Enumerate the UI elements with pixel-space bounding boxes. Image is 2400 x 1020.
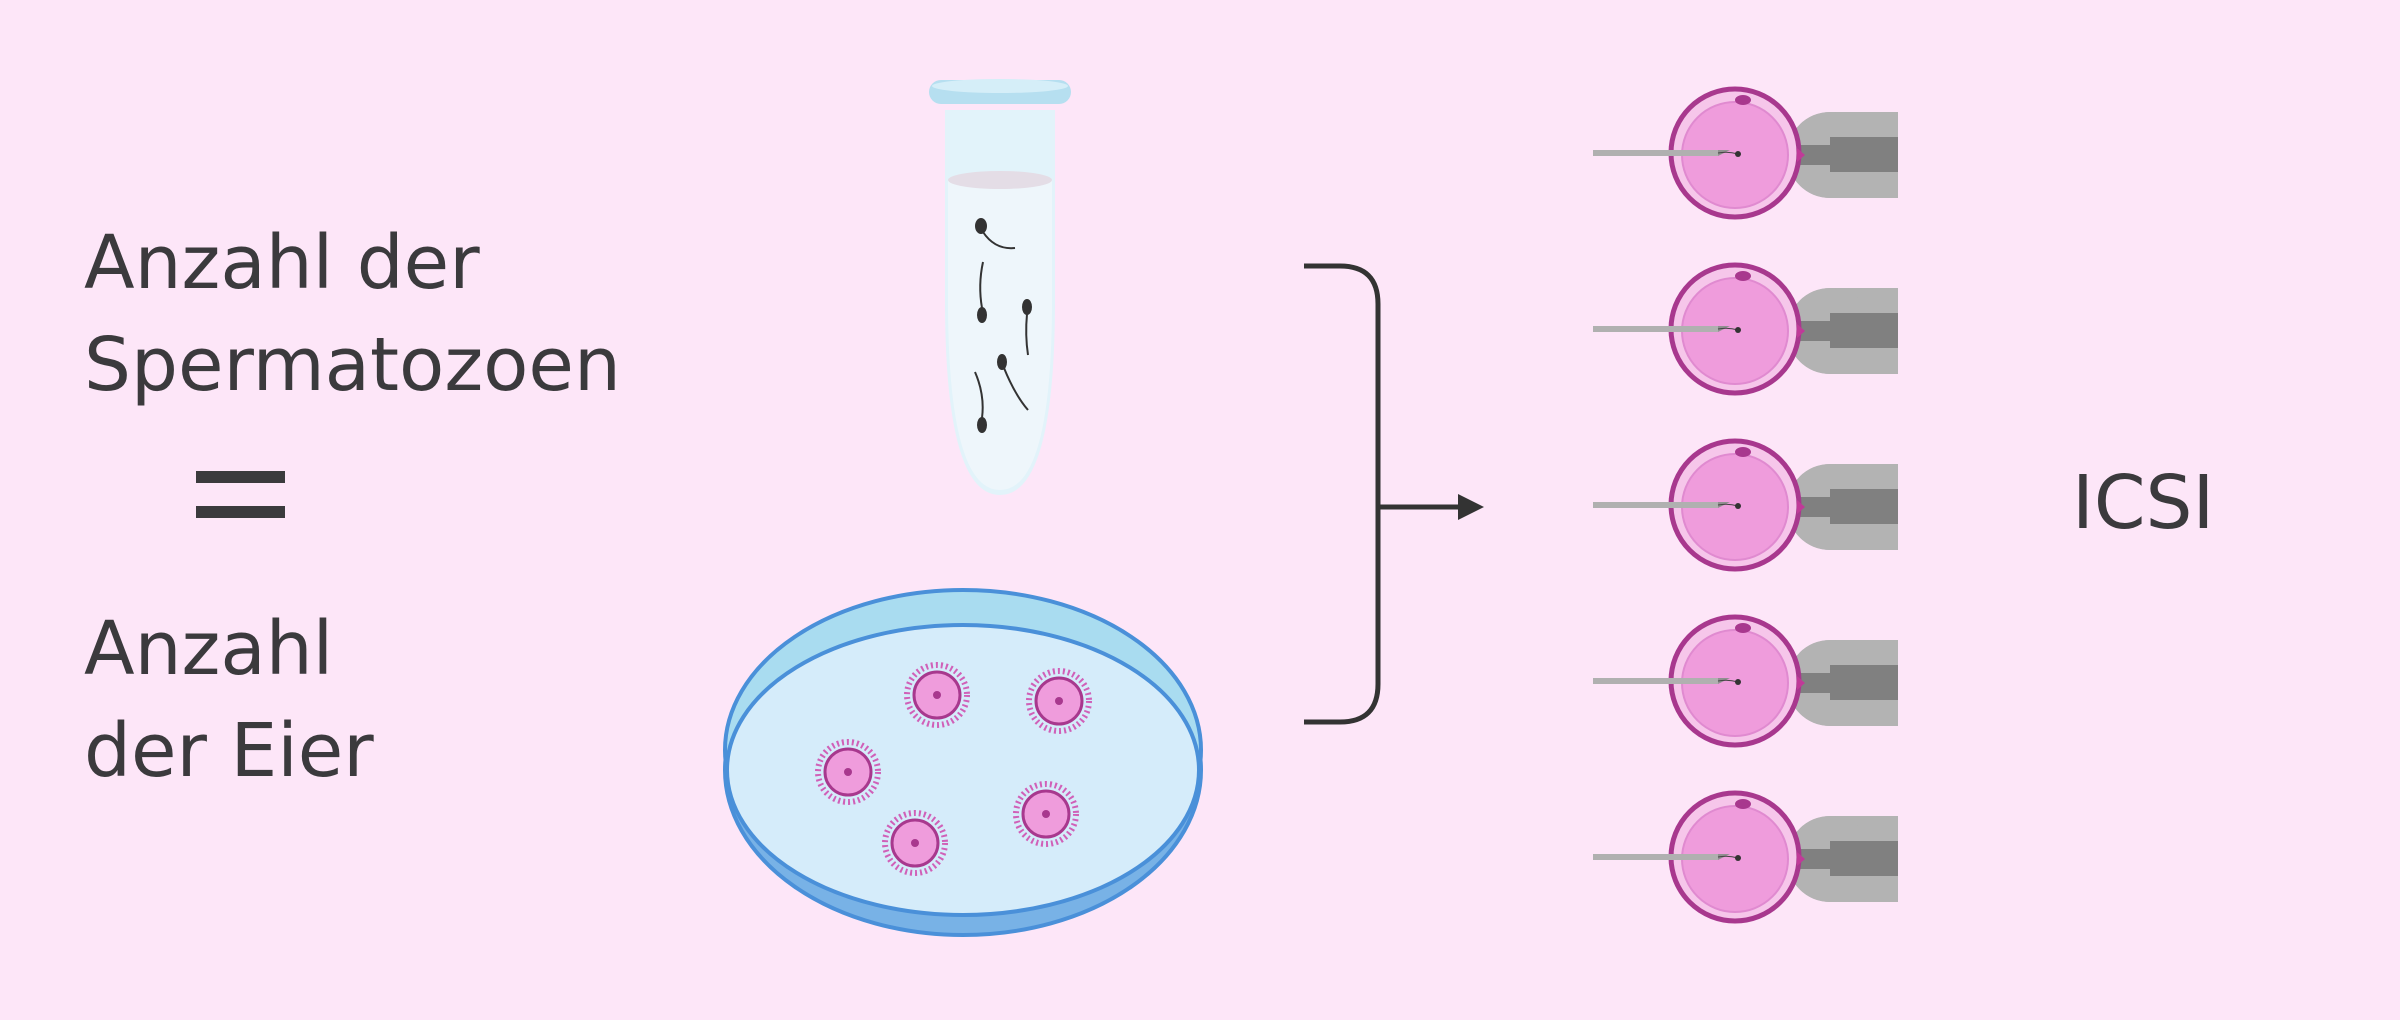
icsi-egg-4 [1593, 617, 1898, 745]
icsi-egg-5 [1593, 793, 1898, 921]
icsi-egg-1 [1593, 89, 1898, 217]
label-sperm-count-line2: Spermatozoen [84, 322, 621, 408]
label-sperm-count-line1: Anzahl der [84, 220, 480, 306]
sperm-tube-icon [929, 79, 1071, 495]
bracket-arrow [1304, 263, 1484, 725]
icsi-egg-list [1593, 89, 1898, 921]
label-egg-count-line1: Anzahl [84, 606, 333, 692]
petri-dish-icon [723, 588, 1203, 937]
icsi-label: ICSI [2072, 460, 2214, 546]
label-egg-count-line2: der Eier [84, 708, 374, 794]
icsi-egg-3 [1593, 441, 1898, 569]
icsi-egg-2 [1593, 265, 1898, 393]
equals-sign [196, 471, 285, 518]
